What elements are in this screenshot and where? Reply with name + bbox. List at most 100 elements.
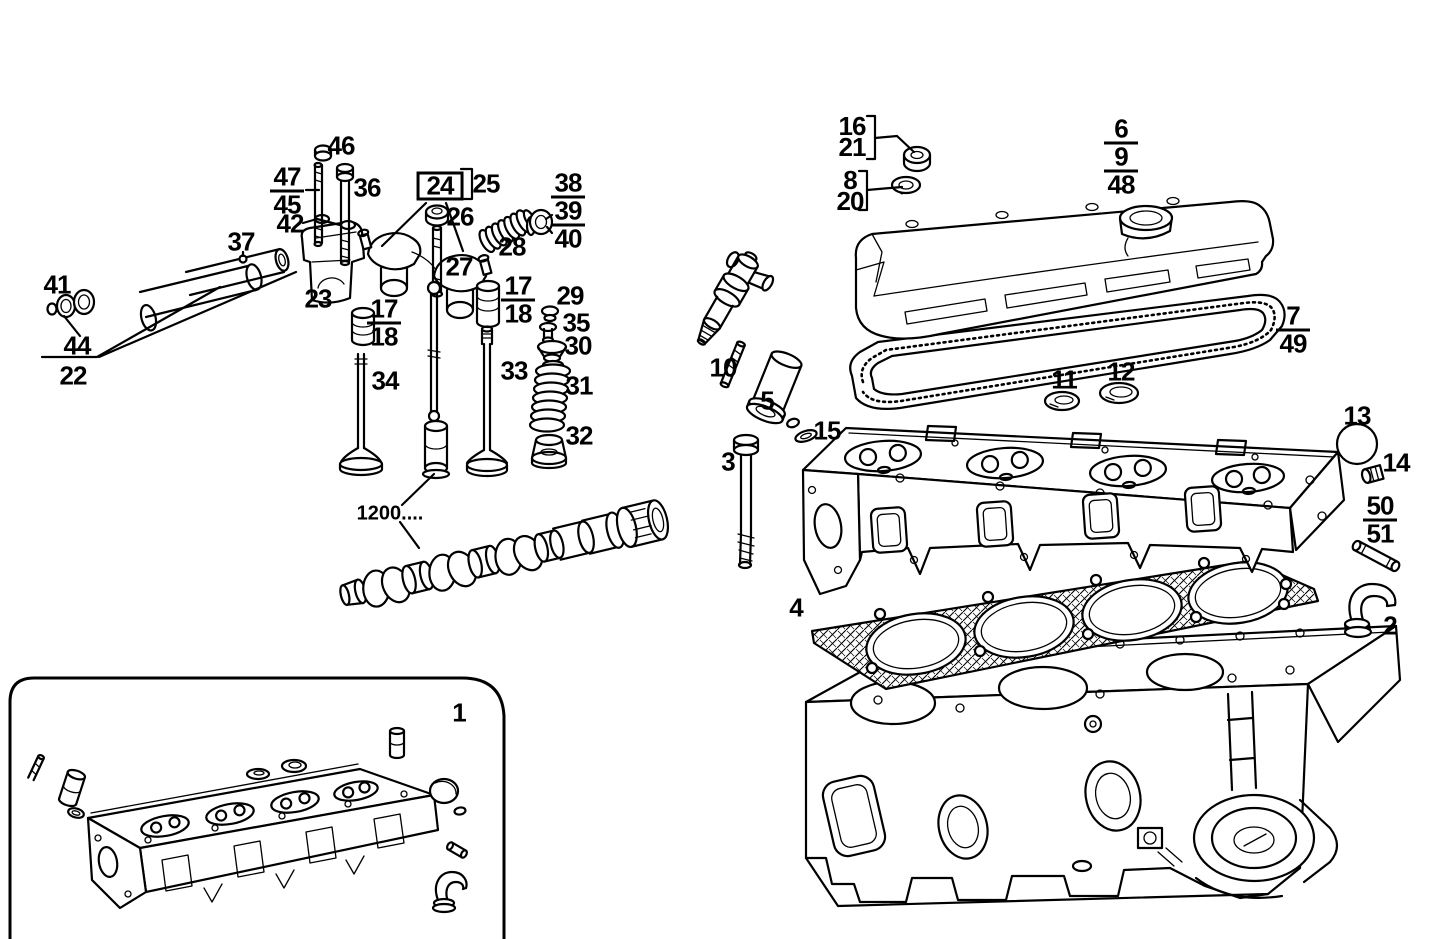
inset-box	[8, 676, 506, 939]
callout-25: 25	[471, 168, 502, 199]
spring-28-washers-38-40	[478, 208, 554, 254]
callout-number: 24	[426, 170, 455, 201]
camshaft-drawing	[339, 499, 670, 608]
callout-number: 10	[709, 352, 738, 383]
callout-number: 35	[562, 307, 591, 338]
callout-41: 41	[42, 269, 73, 300]
lifting-hook-2	[1343, 582, 1397, 639]
callout-number: 31	[565, 370, 594, 401]
callout-3: 3	[719, 446, 736, 477]
callout-1200: 1200....	[355, 502, 426, 525]
callout-divider	[551, 195, 585, 199]
callout-33: 33	[499, 358, 530, 384]
callout-divider	[367, 321, 401, 325]
callout-number: 20	[836, 186, 865, 216]
callout-number: 26	[446, 201, 475, 232]
callout-number: 17	[370, 293, 399, 324]
valve-cover-drawing	[854, 196, 1275, 340]
callout-number: 50	[1366, 490, 1395, 521]
valve-cover-gasket-drawing	[849, 293, 1286, 410]
engine-block-drawing	[804, 624, 1402, 908]
dowel-pin-50-51	[1351, 539, 1401, 573]
callout-number: 3	[721, 446, 735, 477]
callout-number: 2	[1383, 610, 1397, 641]
grommet-12	[1098, 381, 1140, 405]
callout-number: 40	[554, 223, 583, 254]
callout-divider	[270, 189, 304, 193]
callout-2: 2	[1381, 610, 1398, 641]
callout-number: 14	[1382, 447, 1411, 478]
valve-spring-set-29-32	[528, 305, 572, 470]
callout-30: 30	[563, 330, 594, 361]
callout-26: 26	[445, 201, 476, 232]
callout-5: 5	[758, 388, 775, 414]
callout-number: 45	[273, 189, 302, 220]
callout-number: 16	[838, 111, 867, 141]
callout-31: 31	[564, 370, 595, 401]
callout-29: 29	[555, 283, 586, 309]
callout-divider	[1104, 141, 1138, 145]
cup-plug-13	[1335, 422, 1379, 466]
callout-number: 4	[789, 592, 803, 623]
callout-42: 42	[275, 211, 306, 237]
rocker-shaft-drawing	[46, 247, 290, 332]
callout-number: 12	[1107, 356, 1136, 387]
callout-number: 49	[1279, 328, 1308, 359]
left-leader-lines	[40, 167, 474, 550]
callout-number: 18	[370, 321, 399, 352]
callout-number: 48	[1107, 169, 1136, 200]
callout-divider	[1363, 518, 1397, 522]
callout-number: 11	[1051, 364, 1077, 395]
callout-number: 7	[1286, 300, 1300, 331]
injector-drawing	[696, 251, 775, 346]
callout-divider	[551, 223, 585, 227]
callout-44: 44	[62, 333, 93, 359]
callout-number: 47	[273, 161, 302, 192]
callout-number: 30	[564, 330, 593, 361]
callout-37: 37	[226, 229, 257, 255]
callout-24: 24	[416, 170, 464, 201]
callout-number: 1	[452, 697, 466, 728]
cover-nut-16-21	[902, 145, 932, 173]
right-leader-lines	[857, 114, 916, 212]
callout-number: 28	[498, 231, 527, 262]
callout-divider	[1276, 328, 1310, 332]
grommet-11	[1043, 390, 1081, 412]
callout-number: 15	[813, 415, 842, 446]
callout-number: 23	[304, 283, 333, 314]
injector-sleeve-5	[745, 350, 803, 425]
callout-22: 22	[58, 360, 89, 391]
stud-10	[719, 340, 746, 389]
callout-number: 34	[371, 365, 400, 396]
pushrod-and-lifter	[421, 280, 451, 480]
callout-27: 27	[444, 254, 475, 280]
callout-number: 46	[327, 130, 356, 161]
callout-number: 6	[1114, 113, 1128, 144]
callout-1: 1	[450, 697, 467, 728]
callout-number: 8	[843, 165, 857, 195]
callout-number: 9	[1114, 141, 1128, 172]
callout-28: 28	[497, 231, 528, 262]
callout-number: 21	[838, 132, 867, 162]
callout-10: 10	[708, 352, 739, 383]
plug-14	[1360, 464, 1385, 485]
callout-number: 25	[472, 168, 501, 199]
callout-23: 23	[303, 283, 334, 314]
callout-number: 41	[43, 269, 72, 300]
callout-number: 22	[59, 360, 88, 391]
callout-number: 36	[353, 172, 382, 203]
callout-number: 1200....	[356, 502, 424, 525]
valve-33	[465, 325, 509, 478]
head-gasket-drawing	[810, 556, 1320, 691]
rocker-fasteners	[313, 144, 450, 298]
callout-number: 13	[1343, 400, 1372, 431]
